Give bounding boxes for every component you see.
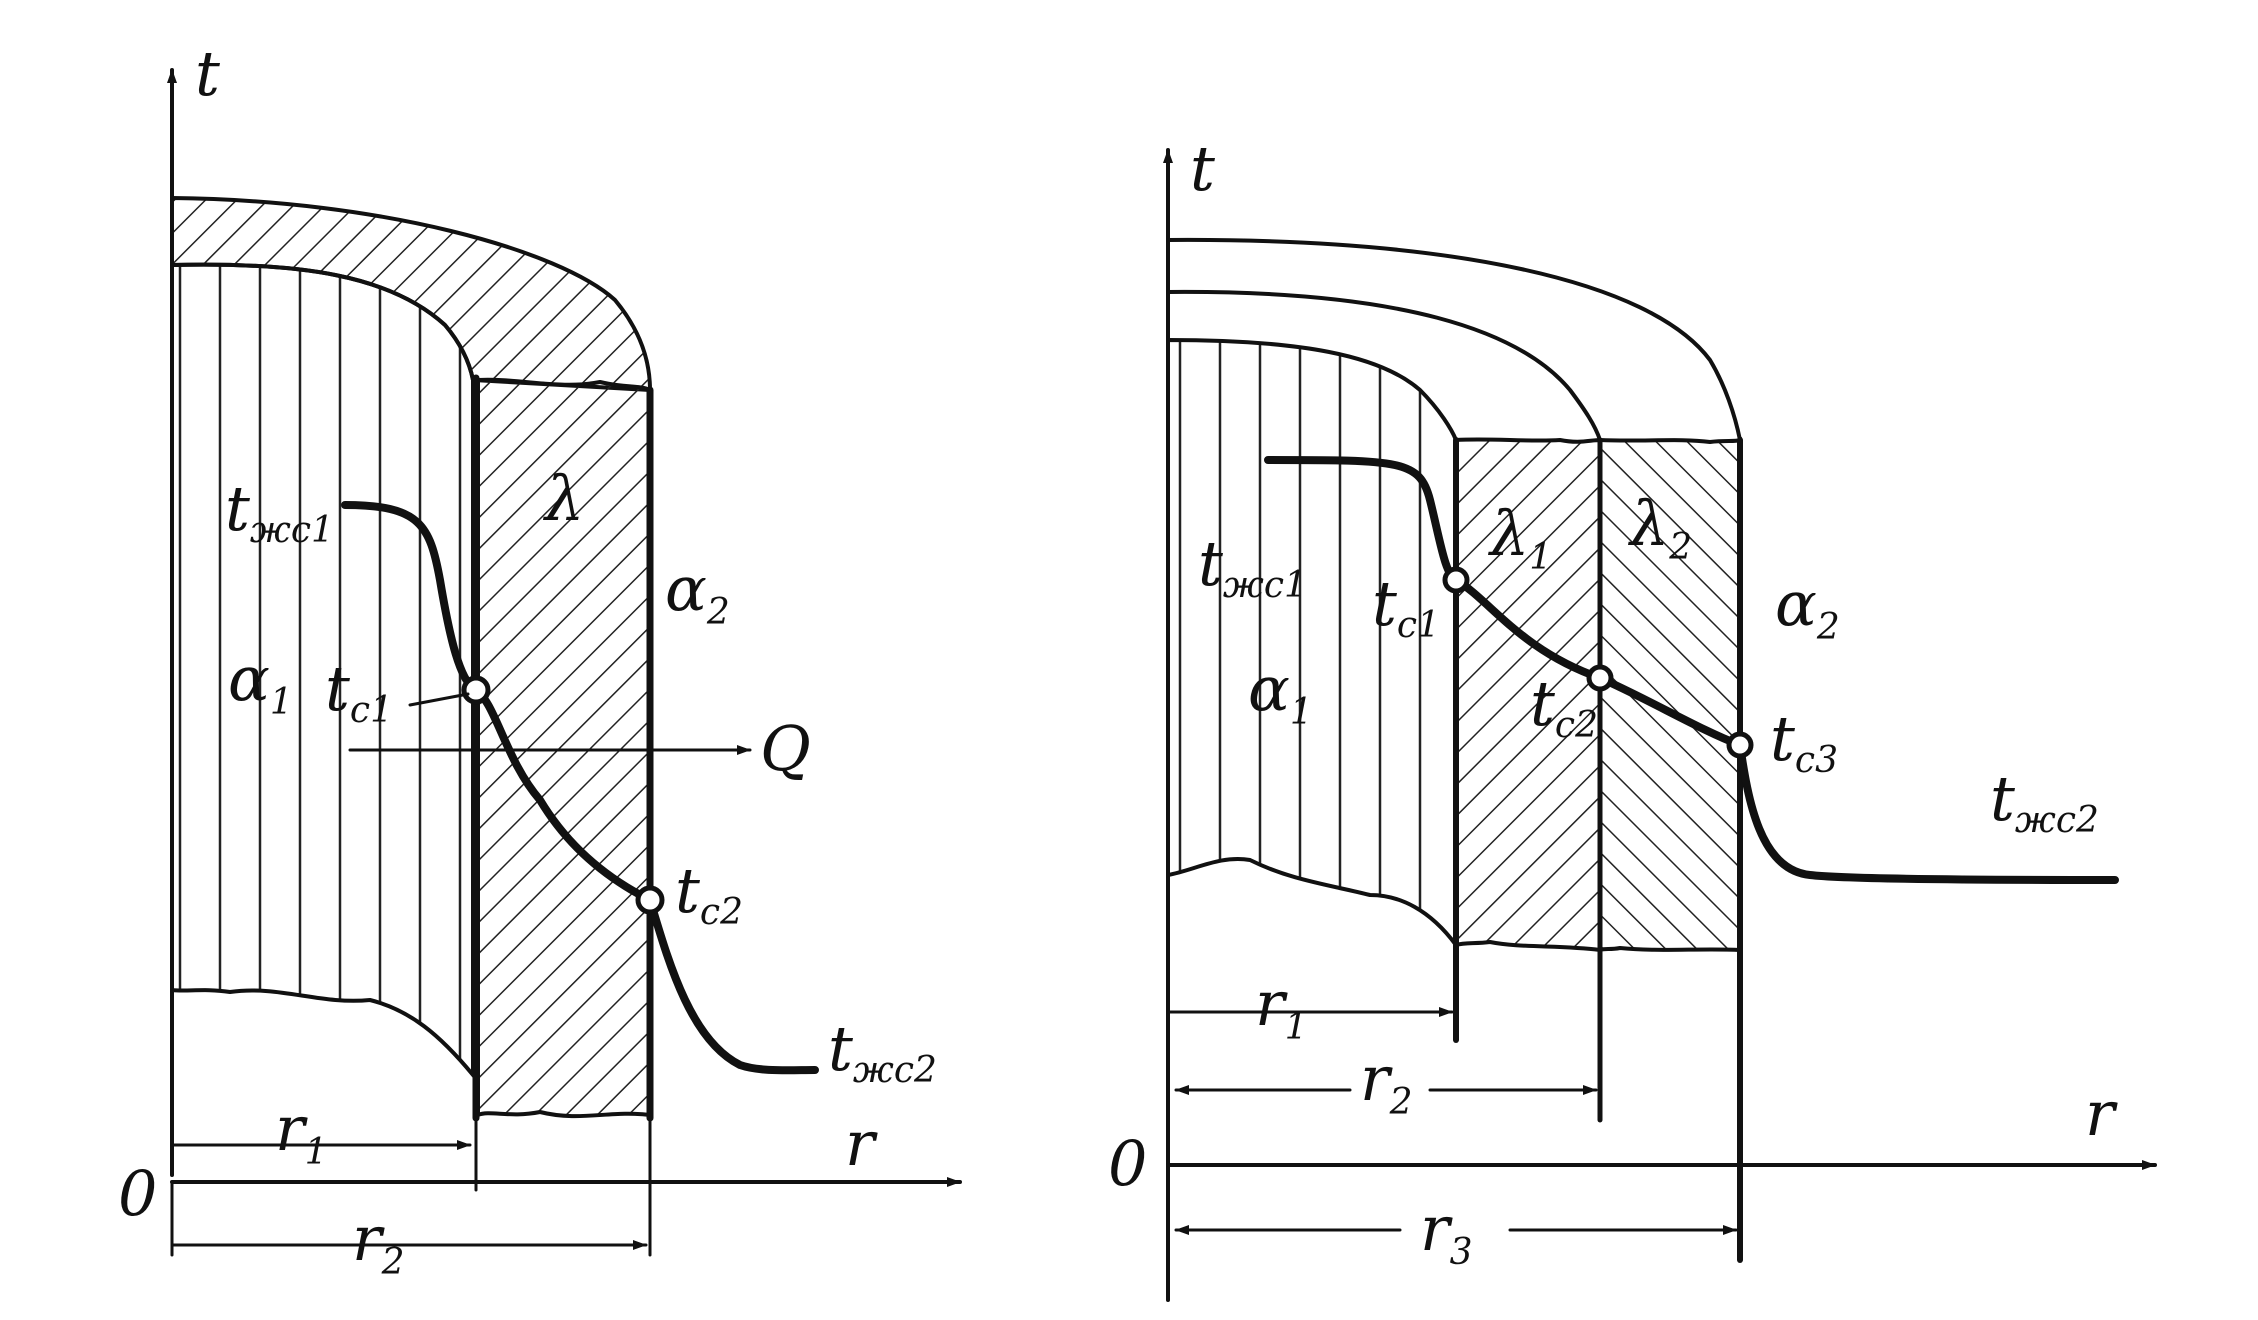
left-wall-point-2 bbox=[635, 885, 665, 915]
left-inner-fluid bbox=[170, 262, 475, 1081]
left-wall-point-1 bbox=[461, 675, 491, 705]
right-tc1-label: tc1 bbox=[1372, 567, 1440, 646]
left-alpha2-label: α2 bbox=[665, 552, 730, 633]
right-t-axis-label: t bbox=[1190, 132, 1215, 205]
left-tc1-label: tc1 bbox=[325, 652, 393, 731]
left-r1-label: r1 bbox=[275, 1092, 328, 1173]
left-top-shell bbox=[170, 195, 653, 393]
right-layer-2 bbox=[1598, 437, 1742, 953]
left-alpha1-label: α1 bbox=[228, 642, 293, 723]
right-temperature-curve bbox=[1264, 456, 2119, 884]
right-fluid-out-label: tжc2 bbox=[1990, 762, 2099, 841]
right-diagram: t r 0 λ1 λ2 tжc1 tжc2 α1 α2 tc1 tc2 tc3 … bbox=[1108, 132, 2157, 1302]
left-tc2-label: tc2 bbox=[675, 854, 743, 933]
left-fluid-in-label: tжc1 bbox=[225, 472, 334, 551]
right-shell-2 bbox=[1166, 237, 1742, 442]
right-tc2-label: tc2 bbox=[1530, 667, 1598, 746]
right-alpha1-label: α1 bbox=[1248, 652, 1313, 733]
left-fluid-out-label: tжc2 bbox=[828, 1012, 937, 1091]
right-r3-label: r3 bbox=[1420, 1192, 1473, 1273]
right-r2-label: r2 bbox=[1360, 1042, 1413, 1123]
right-alpha2-label: α2 bbox=[1775, 567, 1840, 648]
right-tc3-label: tc3 bbox=[1770, 702, 1838, 781]
right-shell-1 bbox=[1166, 289, 1602, 442]
left-t-axis-label: t bbox=[195, 37, 220, 110]
right-fluid-in-label: tжc1 bbox=[1198, 527, 1307, 606]
right-lambda2-label: λ2 bbox=[1627, 487, 1692, 568]
right-lambda1-label: λ1 bbox=[1487, 497, 1552, 578]
left-temperature-curve bbox=[341, 501, 819, 1075]
left-q-label: Q bbox=[760, 712, 811, 785]
left-tc1-leader bbox=[408, 692, 470, 707]
left-lambda-label: λ bbox=[542, 462, 584, 535]
right-origin-label: 0 bbox=[1108, 1127, 1147, 1200]
right-wall-point-3 bbox=[1726, 731, 1754, 759]
right-inner-fluid bbox=[1166, 337, 1458, 952]
left-r-axis-label: r bbox=[845, 1107, 878, 1180]
left-diagram: t r 0 λ Q tжc1 tжc2 α1 α2 tc1 tc2 r1 r2 bbox=[118, 37, 962, 1283]
right-wall-point-1 bbox=[1442, 566, 1470, 594]
left-origin-label: 0 bbox=[118, 1157, 157, 1230]
right-r1-label: r1 bbox=[1255, 967, 1308, 1048]
right-r-axis-label: r bbox=[2085, 1077, 2118, 1150]
left-r2-label: r2 bbox=[352, 1202, 405, 1283]
right-wall-point-2 bbox=[1586, 664, 1614, 692]
